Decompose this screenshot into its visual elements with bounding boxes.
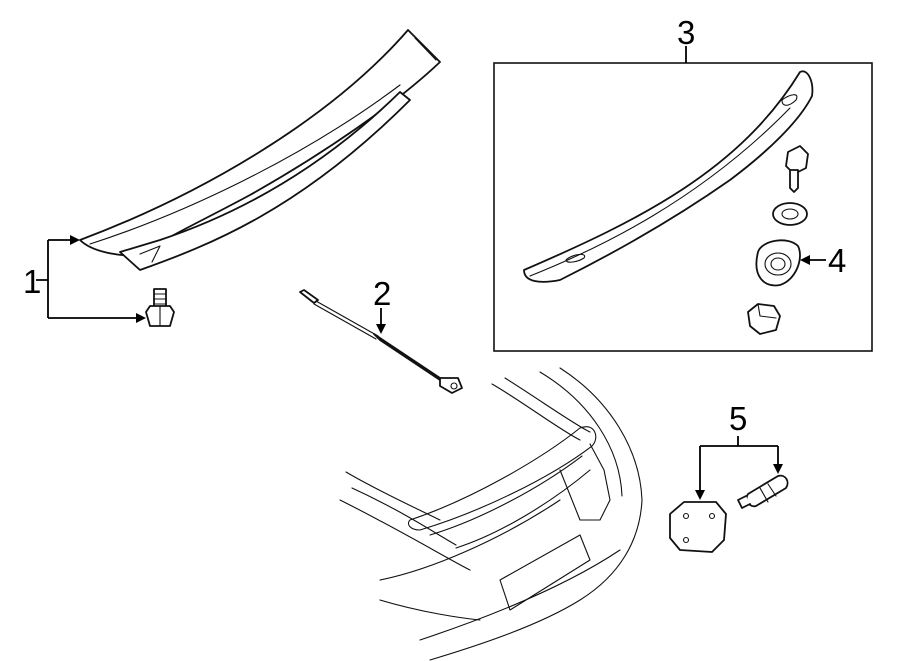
lift-support-strut[interactable] [299,289,463,394]
mounting-bracket[interactable] [669,501,727,553]
hex-nut[interactable] [747,303,781,335]
callout-label-2: 2 [373,275,391,312]
callout-1-leader [36,235,146,323]
callout-4-leader [800,255,826,265]
push-pin-clip[interactable] [785,145,809,193]
grommet[interactable] [755,239,801,287]
spoiler-assembly-detail[interactable] [523,70,814,283]
bracket-screw[interactable] [737,474,789,509]
callout-label-3: 3 [677,14,695,51]
callout-2-leader [376,308,386,334]
washer[interactable] [772,202,808,226]
callout-label-4: 4 [828,242,846,279]
callout-label-1: 1 [23,263,41,300]
callout-5-leader [695,436,783,500]
callout-label-5: 5 [729,400,747,437]
vehicle-rear-outline [339,367,643,661]
spoiler[interactable] [79,29,441,271]
spoiler-bolt[interactable] [145,288,175,327]
